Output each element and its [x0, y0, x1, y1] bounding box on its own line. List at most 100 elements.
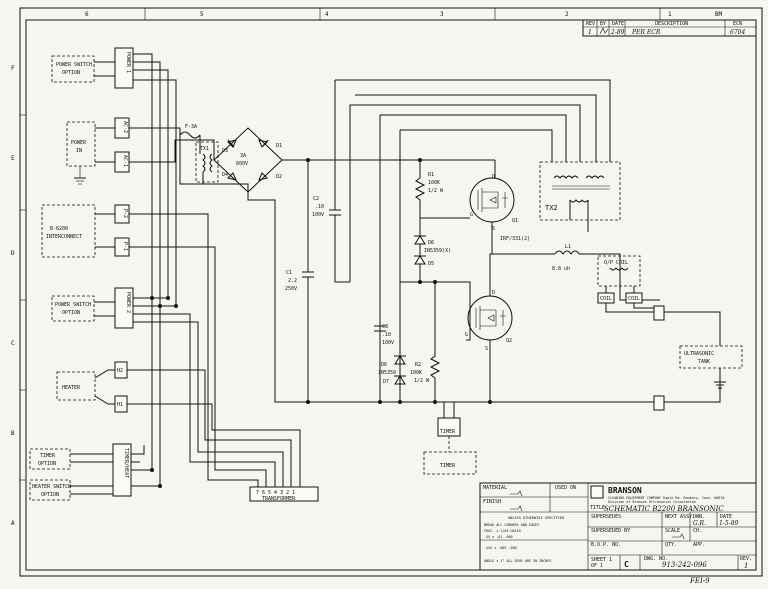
- zener-diode-stack: [414, 218, 426, 282]
- interconnect-box: [41, 204, 96, 258]
- size-label: C: [624, 560, 629, 569]
- q2-drain-pin: D: [492, 290, 495, 296]
- rev-value: 1: [744, 562, 748, 570]
- title-block-grid: [479, 482, 757, 571]
- connector-timer-heat-label: TIMER/HEAT: [123, 448, 129, 478]
- revision-block: [582, 19, 757, 37]
- r1-value: 100K: [428, 180, 440, 186]
- d6-bottom-part: IN5359: [378, 370, 396, 376]
- connector-ac2-label: AC-2: [122, 121, 128, 133]
- col-label-2: 2: [565, 11, 569, 18]
- rev-description: PER ECR: [631, 29, 661, 36]
- tank-terminal-top: [653, 305, 665, 321]
- connector-power-2-label: POWER 2: [125, 292, 131, 313]
- timer-option-box: [29, 448, 71, 470]
- scale-label: SCALE: [665, 528, 680, 534]
- d6-top-name: D6: [428, 240, 434, 246]
- heater-switch-option-box: [29, 479, 71, 501]
- dwn-by: G.R.: [693, 520, 706, 527]
- q1-drain-pin: D: [492, 174, 495, 180]
- connector-h2-label: H2: [117, 368, 123, 374]
- power-switch-option-box-top: [51, 55, 95, 83]
- c3-name: C3: [382, 324, 388, 330]
- d2-label: D2: [276, 174, 282, 180]
- ground-symbol-tank: [714, 368, 726, 389]
- connector-p1-label: P-1: [122, 242, 128, 251]
- transformer-connector: [249, 486, 319, 502]
- heater-switch-line1: HEATER SWITCH: [32, 484, 71, 490]
- rev-header-by: BY: [600, 21, 606, 27]
- bridge-rating-amps: 3A: [240, 153, 246, 159]
- c2-name: C2: [313, 196, 319, 202]
- row-label-C: C: [11, 340, 15, 347]
- ultrasonic-tank-line2: TANK: [698, 359, 710, 365]
- dwn-date: 1-5-89: [719, 520, 739, 527]
- tolerance-line-4: .XXX ± .005 .000: [484, 546, 517, 550]
- transformer-pins: 7 6 5 4 3 2 1: [256, 490, 295, 496]
- tx1-label: TX1: [200, 146, 209, 152]
- tx1-secondary-coil: [209, 153, 213, 173]
- negative-rail: [247, 192, 660, 403]
- fuse-label: F-3A: [185, 124, 197, 130]
- connector-power-1-label: POWER 1: [125, 52, 131, 73]
- scale-signature: [672, 533, 685, 540]
- rev-header-rev: REV: [586, 21, 595, 27]
- zener-diode-stack-bottom: [394, 282, 406, 402]
- tx2-feed-wires: [335, 79, 611, 402]
- of-label: OF 1: [591, 563, 603, 569]
- timer-plug-label: TIMER: [440, 429, 456, 435]
- col-label-5: 5: [200, 11, 204, 18]
- tolerance-line-3: .XX ± .01 .000: [484, 535, 513, 539]
- next-assy-label: NEXT ASSY.: [665, 514, 695, 520]
- heater-switch-line2: OPTION: [41, 492, 59, 498]
- l1-name: L1: [565, 244, 571, 250]
- d5-label: D5: [428, 261, 434, 267]
- drawing-title: SCHEMATIC B2200 BRANSONIC: [604, 505, 724, 513]
- d3-label: D3: [222, 148, 228, 154]
- r2-value: 100K: [410, 370, 422, 376]
- q1-source-pin: S: [492, 226, 495, 232]
- material-signature: [510, 490, 523, 497]
- row-label-B: B: [11, 430, 15, 437]
- used-on-label: USED ON: [555, 485, 576, 491]
- tolerance-line-1: BREAK ALL CORNERS AND EDGES: [484, 523, 539, 527]
- bop-no-label: B.O.P. NO.: [591, 542, 621, 548]
- c1-voltage: 250V: [285, 286, 297, 292]
- rev-header-description: DESCRIPTION: [655, 21, 688, 27]
- company-name: BRANSON: [608, 486, 642, 495]
- power-in-box: [66, 121, 96, 167]
- r2-name: R2: [415, 362, 421, 368]
- timer-option-line2: OPTION: [38, 461, 56, 467]
- col-label-1: 1: [668, 11, 672, 18]
- q1-mosfet: [469, 177, 515, 223]
- corner-code: BM: [715, 11, 723, 18]
- r1-name: R1: [428, 172, 434, 178]
- rev-header-ecn: ECN: [733, 21, 742, 27]
- d6-bottom-name: D6: [381, 362, 387, 368]
- bridge-diodes: [227, 139, 269, 181]
- finish-signature: [510, 505, 523, 512]
- company-division: Division of Branson Ultrasonics Corporat…: [608, 500, 696, 504]
- col-label-4: 4: [325, 11, 329, 18]
- col-label-6: 6: [85, 11, 89, 18]
- dwg-no-label: DWG. NO.: [644, 556, 668, 562]
- bridge-rectifier: [213, 127, 283, 193]
- branson-logo: [590, 485, 604, 499]
- superseded-by-label: SUPERSEDED BY: [591, 528, 630, 534]
- figure-tag: FEI-9: [689, 577, 710, 585]
- power-in-line1: POWER: [71, 140, 87, 146]
- r2-wattage: 1/2 W: [414, 378, 430, 384]
- connector-ac1-label: AC-1: [122, 155, 128, 167]
- connector-h1-label: H1: [117, 402, 123, 408]
- supersedes-label: SUPERSEDES: [591, 514, 621, 520]
- rev-ecn: 6704: [730, 29, 745, 36]
- q1-gate-pin: G: [470, 212, 473, 218]
- interconnect-line1: B-6200: [50, 226, 68, 232]
- c3-voltage: 100V: [382, 340, 394, 346]
- bridge-rating-volts: 600V: [236, 161, 248, 167]
- power-switch-option-top-line2: OPTION: [62, 70, 80, 76]
- op-coil-label: O/P COIL: [604, 260, 628, 266]
- c1-name: C1: [286, 270, 292, 276]
- row-label-F: F: [11, 65, 15, 72]
